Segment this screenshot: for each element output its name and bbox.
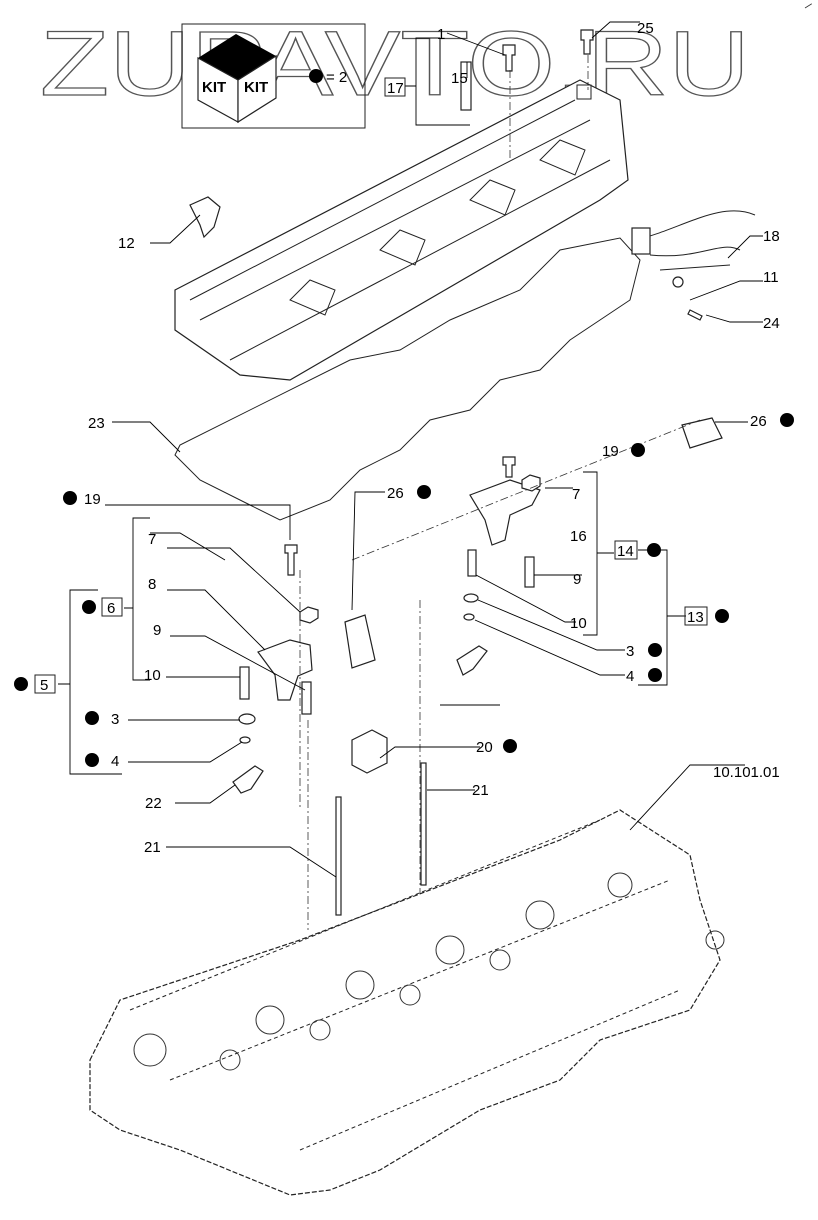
cylinder-head: [89, 809, 725, 1196]
callout-20: 20: [476, 739, 517, 756]
svg-text:9: 9: [153, 622, 161, 639]
callout-1: 1: [437, 26, 445, 43]
kit-label-left: KIT: [202, 79, 226, 96]
svg-text:21: 21: [144, 839, 161, 856]
callout-19-rear: 19: [602, 443, 645, 460]
callout-25: 25: [637, 20, 654, 37]
rocker-cover: [174, 79, 629, 381]
clip-12: [189, 196, 221, 239]
callout-3-rear: 3: [626, 643, 662, 660]
svg-text:12: 12: [118, 235, 135, 252]
callout-21-left: 21: [144, 839, 161, 856]
callout-24: 24: [763, 315, 780, 332]
svg-text:4: 4: [111, 753, 119, 770]
svg-text:1: 1: [437, 26, 445, 43]
svg-text:13: 13: [687, 609, 704, 626]
callout-4-front: 4: [85, 753, 119, 770]
callout-26-upper: 26: [750, 413, 794, 430]
callout-15: 15: [451, 70, 468, 87]
gasket: [174, 237, 641, 521]
callout-14: 14: [614, 540, 661, 560]
svg-text:23: 23: [88, 415, 105, 432]
svg-text:6: 6: [107, 600, 115, 617]
svg-text:14: 14: [617, 543, 634, 560]
callout-10-rear: 10: [570, 615, 587, 632]
kit-icon: KIT KIT: [197, 34, 277, 124]
callout-7-rear: 7: [572, 486, 580, 503]
svg-text:5: 5: [40, 677, 48, 694]
callout-10-front: 10: [144, 667, 161, 684]
svg-text:11: 11: [763, 269, 779, 286]
svg-text:8: 8: [148, 576, 156, 593]
callout-18: 18: [763, 228, 780, 245]
push-rod-right: [420, 762, 427, 886]
callout-26-lower: 26: [387, 485, 431, 502]
callout-10-101-01: 10.101.01: [713, 764, 780, 781]
svg-text:9: 9: [573, 571, 581, 588]
callout-21-right: 21: [472, 782, 489, 799]
callout-6: 6: [82, 597, 123, 617]
svg-text:22: 22: [145, 795, 162, 812]
svg-text:10: 10: [570, 615, 587, 632]
callout-3-front: 3: [85, 711, 119, 728]
svg-text:18: 18: [763, 228, 780, 245]
callout-19-front: 19: [63, 491, 101, 508]
callout-22: 22: [145, 795, 162, 812]
callout-17: 17: [384, 77, 406, 97]
callout-23: 23: [88, 415, 105, 432]
callout-9-rear: 9: [573, 571, 581, 588]
svg-text:26: 26: [387, 485, 404, 502]
svg-text:10: 10: [144, 667, 161, 684]
callout-12: 12: [118, 235, 135, 252]
svg-text:7: 7: [148, 531, 156, 548]
kit-legend-text: = 2: [326, 69, 347, 86]
kit-label-right: KIT: [244, 79, 268, 96]
watermark: ZUPAVTO.RU: [40, 13, 750, 115]
svg-text:17: 17: [387, 80, 404, 97]
injector-harness: [631, 210, 756, 321]
svg-text:26: 26: [750, 413, 767, 430]
svg-text:10.101.01: 10.101.01: [713, 764, 780, 781]
rocker-assembly-rear: [456, 417, 723, 676]
callout-16: 16: [570, 528, 587, 545]
kit-legend: KIT KIT = 2: [181, 23, 366, 129]
svg-text:24: 24: [763, 315, 780, 332]
svg-text:4: 4: [626, 668, 634, 685]
svg-text:3: 3: [626, 643, 634, 660]
bolt-25: [580, 29, 594, 55]
svg-text:15: 15: [451, 70, 468, 87]
corner-mark: [804, 2, 814, 9]
svg-text:7: 7: [572, 486, 580, 503]
push-rod-left: [335, 796, 342, 916]
svg-text:25: 25: [637, 20, 654, 37]
callout-8: 8: [148, 576, 156, 593]
svg-text:16: 16: [570, 528, 587, 545]
svg-text:19: 19: [602, 443, 619, 460]
callout-5: 5: [14, 674, 56, 694]
rocker-assembly-front: [232, 544, 388, 794]
leader-lines: [58, 21, 763, 878]
callout-7-front: 7: [148, 531, 156, 548]
dot-icon: [309, 69, 323, 83]
svg-text:3: 3: [111, 711, 119, 728]
callout-11: 11: [763, 269, 779, 286]
callout-4-rear: 4: [626, 668, 662, 685]
callout-9-front: 9: [153, 622, 161, 639]
svg-text:19: 19: [84, 491, 101, 508]
callout-13: 13: [684, 606, 729, 626]
svg-text:20: 20: [476, 739, 493, 756]
svg-text:21: 21: [472, 782, 489, 799]
pipe-15: [460, 61, 472, 111]
